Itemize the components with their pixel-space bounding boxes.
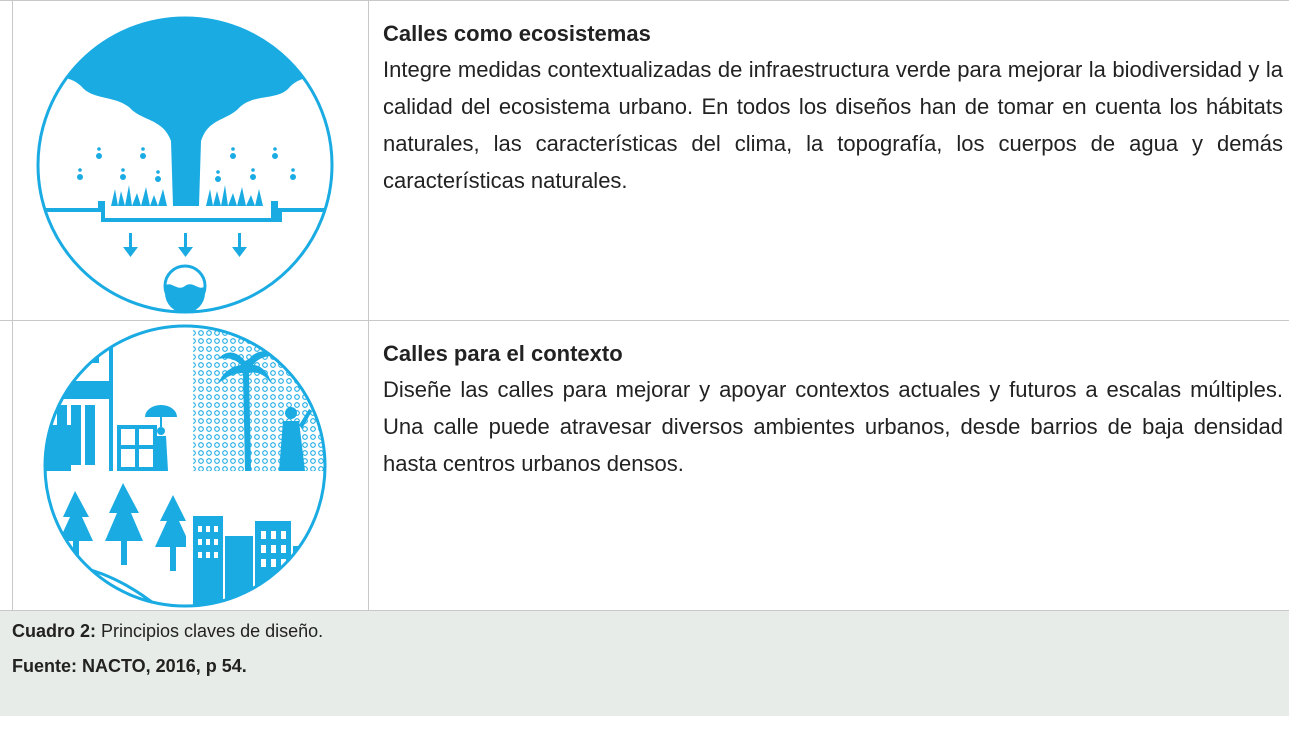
ecosystem-street-icon xyxy=(36,16,334,314)
context-street-icon xyxy=(43,324,327,608)
principle-title: Calles para el contexto xyxy=(383,341,623,366)
principle-title: Calles como ecosistemas xyxy=(383,21,651,46)
principles-table: Calles como ecosistemas Integre medidas … xyxy=(0,0,1289,716)
caption-source: Fuente: NACTO, 2016, p 54. xyxy=(12,656,247,676)
principle-body: Diseñe las calles para mejorar y apoyar … xyxy=(383,377,1283,476)
principle-text: Calles para el contexto Diseñe las calle… xyxy=(383,339,1283,482)
principle-row-ecosystem: Calles como ecosistemas Integre medidas … xyxy=(0,0,1289,321)
caption-row: Cuadro 2: Principios claves de diseño. F… xyxy=(0,610,1289,716)
caption-text: Principios claves de diseño. xyxy=(96,621,324,641)
icon-cell xyxy=(12,321,369,611)
principle-text: Calles como ecosistemas Integre medidas … xyxy=(383,19,1283,199)
table-caption: Cuadro 2: Principios claves de diseño. xyxy=(12,621,323,642)
principle-row-context: Calles para el contexto Diseñe las calle… xyxy=(0,320,1289,611)
icon-cell xyxy=(12,1,369,321)
principle-body: Integre medidas contextualizadas de infr… xyxy=(383,57,1283,193)
caption-label: Cuadro 2: xyxy=(12,621,97,641)
